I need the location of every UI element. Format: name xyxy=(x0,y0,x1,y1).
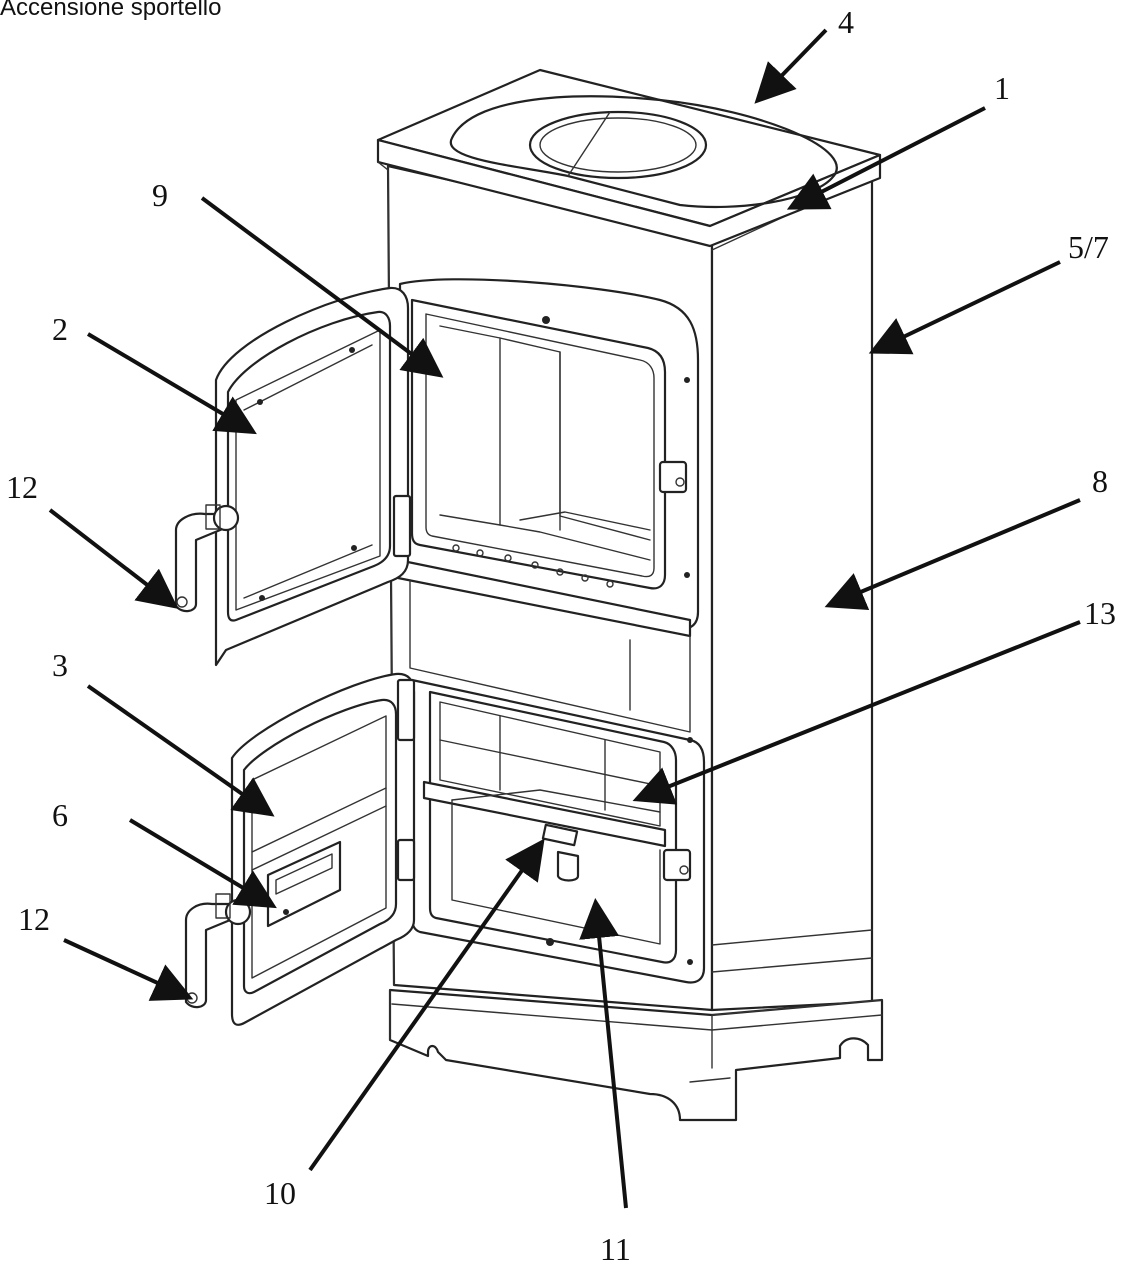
arrow-9 xyxy=(200,196,444,378)
label-5-7: 5/7 xyxy=(1068,229,1109,265)
arrow-8 xyxy=(824,498,1081,611)
label-8: 8 xyxy=(1092,463,1108,499)
part-labels: 4 1 5/7 9 2 12 8 13 3 6 12 10 11 xyxy=(6,4,1116,1267)
label-12-upper: 12 xyxy=(6,469,38,505)
arrow-6 xyxy=(128,818,277,909)
arrow-12-lower xyxy=(63,938,194,1001)
arrow-12-upper xyxy=(48,508,179,609)
arrow-13 xyxy=(632,620,1081,805)
label-6: 6 xyxy=(52,797,68,833)
lower-door xyxy=(184,672,416,1026)
label-2: 2 xyxy=(52,311,68,347)
arrow-5-7 xyxy=(868,260,1061,355)
arrow-1 xyxy=(786,106,986,210)
arrow-4 xyxy=(754,28,828,104)
arrow-3 xyxy=(86,684,275,817)
arrow-2 xyxy=(86,332,257,435)
arrow-10 xyxy=(308,838,545,1172)
lower-ashbox xyxy=(410,678,706,984)
label-10: 10 xyxy=(264,1175,296,1211)
upper-door xyxy=(174,286,412,667)
label-1: 1 xyxy=(994,70,1010,106)
label-13: 13 xyxy=(1084,595,1116,631)
top-plate xyxy=(376,68,882,248)
caption: Accensione sportello xyxy=(0,0,222,21)
stove-base xyxy=(388,988,884,1122)
leader-arrows xyxy=(48,28,1081,1209)
label-11: 11 xyxy=(600,1231,631,1267)
upper-firebox xyxy=(396,278,700,733)
label-12-lower: 12 xyxy=(18,901,50,937)
arrow-11 xyxy=(579,898,628,1209)
label-4: 4 xyxy=(838,4,854,40)
label-9: 9 xyxy=(152,177,168,213)
label-3: 3 xyxy=(52,647,68,683)
